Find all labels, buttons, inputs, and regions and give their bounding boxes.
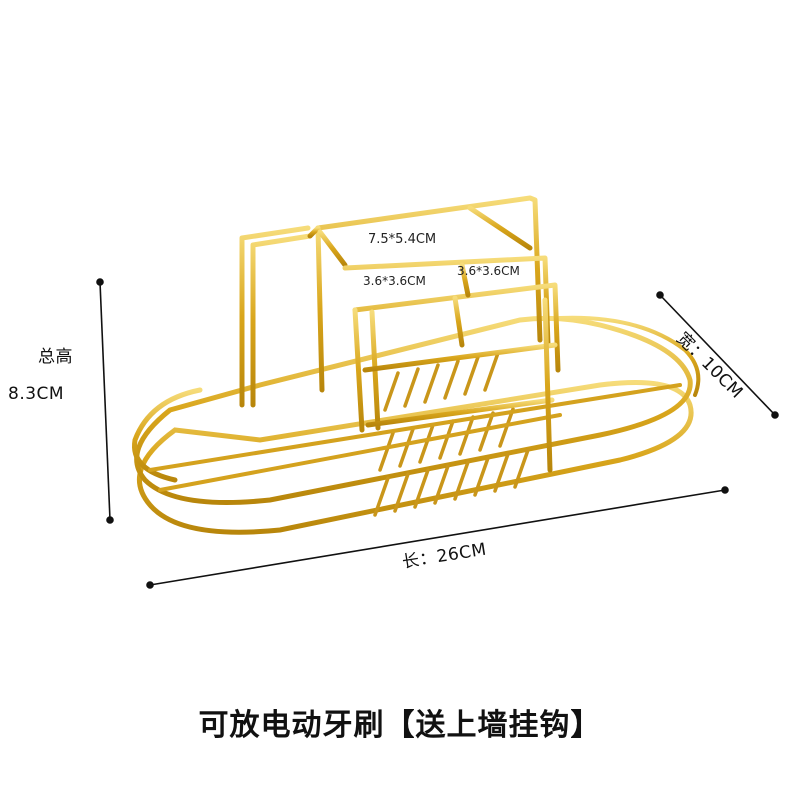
compartment-small-right-label: 3.6*3.6CM <box>457 264 520 278</box>
height-dimension-line <box>96 278 114 524</box>
height-title-label: 总高 <box>38 347 73 367</box>
compartment-large-label: 7.5*5.4CM <box>368 232 437 247</box>
compartment-small-left-label: 3.6*3.6CM <box>363 274 426 288</box>
front-compartment-box <box>342 255 561 473</box>
back-frame <box>239 195 543 408</box>
base-rails <box>148 383 682 492</box>
width-dimension-line <box>656 291 779 419</box>
floor-grid-rods <box>373 351 530 517</box>
height-value-label: 8.3CM <box>8 384 65 404</box>
product-caption: 可放电动牙刷【送上墙挂钩】 <box>198 708 602 743</box>
length-dimension-line <box>146 486 729 589</box>
